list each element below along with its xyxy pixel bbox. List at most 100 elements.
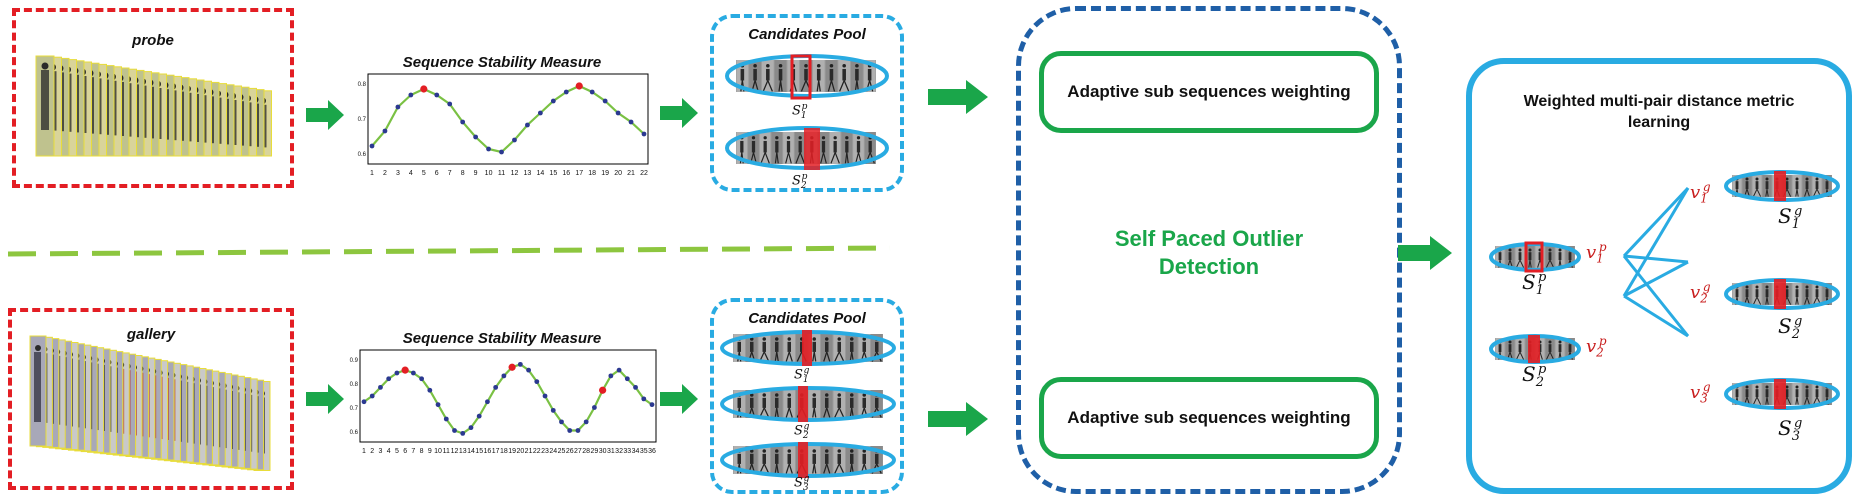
data-point xyxy=(608,373,614,379)
x-tick-label: 9 xyxy=(474,170,478,177)
gallery-seq-2-weight: v2g xyxy=(1690,280,1711,306)
x-tick-label: 2 xyxy=(383,170,387,177)
probe-candidate-2 xyxy=(725,126,889,170)
x-tick-label: 8 xyxy=(420,448,424,455)
x-tick-label: 6 xyxy=(403,448,407,455)
x-tick-label: 11 xyxy=(498,170,505,177)
x-tick-label: 17 xyxy=(492,448,500,455)
x-tick-label: 7 xyxy=(411,448,415,455)
chart-frame xyxy=(367,73,649,165)
x-tick-label: 27 xyxy=(574,448,582,455)
row-divider xyxy=(7,245,891,257)
data-point xyxy=(447,101,453,107)
data-point xyxy=(592,405,597,410)
x-tick-label: 20 xyxy=(614,170,622,177)
x-tick-label: 26 xyxy=(566,448,574,455)
adaptive-weighting-box-top: Adaptive sub sequences weighting xyxy=(1039,51,1379,133)
probe-candidate-1 xyxy=(725,54,889,100)
probe-box: probe xyxy=(12,8,294,188)
arrow-spod-to-metric xyxy=(1398,236,1452,270)
data-point xyxy=(542,393,548,399)
x-tick-label: 19 xyxy=(601,170,609,177)
data-point xyxy=(526,367,531,373)
x-tick-label: 18 xyxy=(500,448,508,455)
data-point xyxy=(589,89,595,95)
weighted-metric-learning-panel: Weighted multi-pair distance metric lear… xyxy=(1466,58,1852,494)
chart-frame xyxy=(359,349,657,443)
data-point xyxy=(382,128,388,134)
weighted-metric-learning-title: Weighted multi-pair distance metric lear… xyxy=(1523,93,1795,131)
x-tick-label: 17 xyxy=(575,170,583,177)
x-tick-label: 22 xyxy=(640,170,648,177)
x-tick-label: 10 xyxy=(434,448,442,455)
adaptive-weighting-box-bottom: Adaptive sub sequences weighting xyxy=(1039,377,1379,459)
x-tick-label: 3 xyxy=(396,170,400,177)
data-point xyxy=(460,119,466,125)
probe-frame-stack xyxy=(35,55,272,157)
x-tick-label: 28 xyxy=(582,448,590,455)
arrow-probe-to-chart xyxy=(306,100,344,130)
x-tick-label: 18 xyxy=(588,170,596,177)
data-point xyxy=(460,430,466,436)
x-tick-label: 16 xyxy=(562,170,570,177)
y-tick-label: 0.8 xyxy=(358,82,367,88)
x-tick-label: 11 xyxy=(443,448,450,455)
x-tick-label: 6 xyxy=(435,170,439,177)
data-point xyxy=(499,149,504,155)
x-tick-label: 36 xyxy=(648,448,656,455)
gallery-box: gallery xyxy=(8,308,294,490)
data-point xyxy=(517,361,523,367)
pair-connections xyxy=(1622,186,1690,338)
y-tick-label: 0.7 xyxy=(358,117,367,123)
peak-point xyxy=(401,366,409,374)
data-point xyxy=(361,399,367,405)
x-tick-label: 21 xyxy=(525,448,533,455)
data-point xyxy=(394,370,400,376)
x-tick-label: 33 xyxy=(623,448,631,455)
gallery-candidate-3 xyxy=(720,442,896,478)
data-point xyxy=(486,146,491,152)
x-tick-label: 7 xyxy=(448,170,452,177)
data-point xyxy=(369,393,375,399)
data-point xyxy=(575,428,581,433)
data-point xyxy=(378,384,383,390)
data-point xyxy=(567,428,573,433)
x-tick-label: 5 xyxy=(422,170,426,177)
probe-candidates-pool: Candidates Pool S1p S2p xyxy=(710,14,904,192)
gallery-candidate-2-label: S2g xyxy=(794,422,810,441)
gallery-seq-1-label: S1g xyxy=(1778,204,1803,232)
x-tick-label: 15 xyxy=(549,170,557,177)
data-point xyxy=(641,396,647,402)
data-point xyxy=(369,143,375,149)
data-point xyxy=(485,399,490,405)
gallery-chart-title: Sequence Stability Measure xyxy=(402,330,602,347)
data-point xyxy=(408,92,414,98)
gallery-seq-2 xyxy=(1724,278,1840,310)
probe-label: probe xyxy=(132,32,174,49)
gallery-seq-3 xyxy=(1724,378,1840,410)
x-tick-label: 1 xyxy=(370,170,374,177)
data-point xyxy=(624,376,630,382)
gallery-seq-3-label: S3g xyxy=(1778,416,1803,444)
data-point xyxy=(559,419,564,425)
x-tick-label: 3 xyxy=(379,448,383,455)
data-point xyxy=(525,122,530,128)
gallery-candidate-2 xyxy=(720,386,896,422)
probe-seq-2-weight: v2p xyxy=(1586,334,1607,360)
data-point xyxy=(501,373,507,379)
x-tick-label: 30 xyxy=(599,448,607,455)
data-point xyxy=(468,425,474,431)
x-tick-label: 4 xyxy=(409,170,413,177)
data-point xyxy=(534,379,540,385)
x-tick-label: 1 xyxy=(362,448,366,455)
data-point xyxy=(419,376,424,382)
x-tick-label: 21 xyxy=(627,170,635,177)
x-tick-label: 31 xyxy=(607,448,615,455)
gallery-candidate-1-label: S1g xyxy=(794,366,810,385)
peak-point xyxy=(508,363,516,371)
y-tick-label: 0.6 xyxy=(350,430,359,436)
peak-point xyxy=(599,386,607,394)
x-tick-label: 22 xyxy=(533,448,541,455)
data-point xyxy=(550,98,556,104)
